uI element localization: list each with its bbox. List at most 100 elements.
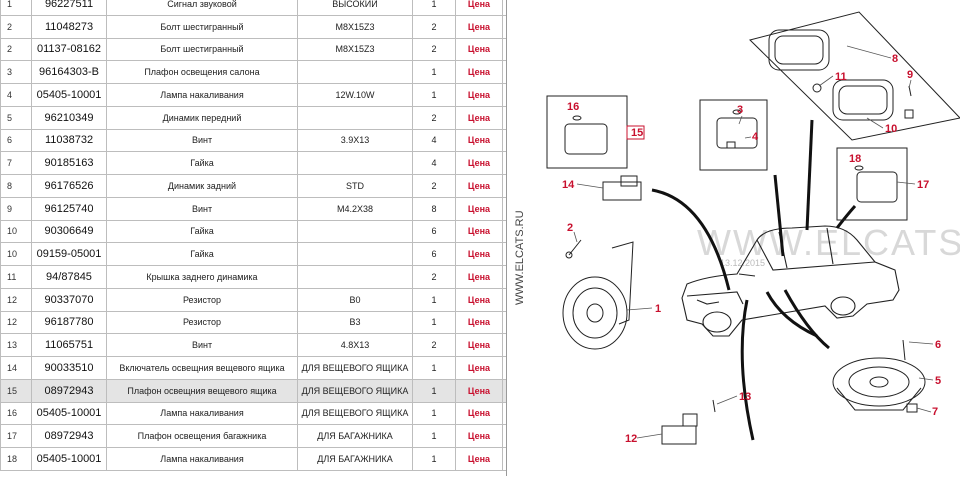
part-qty: 2 — [412, 14, 456, 39]
part-name: Гайка — [106, 242, 298, 266]
row-number: 11 — [0, 265, 32, 289]
part-name: Лампа накаливания — [106, 83, 298, 107]
part-code: 96210349 — [31, 105, 107, 130]
row-number: 2 — [0, 37, 32, 62]
part-name: Плафон освещения багажника — [106, 424, 298, 448]
rear-speaker-part — [749, 11, 960, 141]
callout-9: 9 — [907, 69, 913, 81]
part-code: 01137-08162 — [31, 37, 107, 62]
callout-7: 7 — [932, 406, 938, 418]
part-name: Резистор — [106, 287, 298, 312]
part-qty: 6 — [412, 242, 456, 266]
callouts: 1 2 3 4 5 6 7 8 9 10 11 12 13 14 15 16 1… — [562, 53, 941, 445]
price-link[interactable]: Цена — [455, 219, 503, 244]
part-param: 12W.10W — [297, 83, 413, 107]
part-param: ДЛЯ ВЕЩЕВОГО ЯЩИКА — [297, 378, 413, 403]
part-param: B0 — [297, 287, 413, 312]
part-qty: 4 — [412, 151, 456, 175]
price-link[interactable]: Цена — [455, 333, 503, 357]
callout-18: 18 — [849, 153, 861, 165]
row-number: 9 — [0, 196, 32, 221]
price-link[interactable]: Цена — [455, 242, 503, 266]
price-link[interactable]: Цена — [455, 60, 503, 84]
price-link[interactable]: Цена — [455, 424, 503, 448]
part-code: 09159-05001 — [31, 242, 107, 266]
part-qty: 2 — [412, 174, 456, 198]
part-qty: 2 — [412, 37, 456, 62]
callout-17: 17 — [917, 179, 929, 191]
part-param: 3.9X13 — [297, 128, 413, 153]
glovebox-switch-part — [602, 175, 642, 201]
price-link[interactable]: Цена — [455, 14, 503, 39]
price-link[interactable]: Цена — [455, 287, 503, 312]
price-link[interactable]: Цена — [455, 128, 503, 153]
price-link[interactable]: Цена — [455, 265, 503, 289]
price-link[interactable]: Цена — [455, 196, 503, 221]
part-code: 05405-10001 — [31, 83, 107, 107]
part-name: Болт шестигранный — [106, 37, 298, 62]
price-link[interactable]: Цена — [455, 105, 503, 130]
row-number: 15 — [0, 378, 32, 403]
resistor-part — [661, 399, 716, 445]
part-qty: 1 — [412, 424, 456, 448]
price-link[interactable]: Цена — [455, 0, 503, 16]
part-param: 4.8X13 — [297, 333, 413, 357]
row-number: 4 — [0, 83, 32, 107]
row-number: 12 — [0, 310, 32, 335]
trunk-lamp-part — [836, 147, 908, 221]
price-link[interactable]: Цена — [455, 401, 503, 426]
part-param: ДЛЯ БАГАЖНИКА — [297, 447, 413, 471]
glovebox-lamp-part — [546, 95, 628, 169]
part-param: M8X15Z3 — [297, 37, 413, 62]
price-link[interactable]: Цена — [455, 174, 503, 198]
row-number: 6 — [0, 128, 32, 153]
row-number: 1 — [0, 0, 32, 16]
price-link[interactable]: Цена — [455, 37, 503, 62]
price-link[interactable]: Цена — [455, 83, 503, 107]
part-param — [297, 265, 413, 289]
price-link[interactable]: Цена — [455, 356, 503, 380]
leader-lines — [573, 45, 934, 439]
part-qty: 1 — [412, 447, 456, 471]
part-name: Сигнал звуковой — [106, 0, 298, 16]
row-number: 2 — [0, 14, 32, 39]
price-link[interactable]: Цена — [455, 310, 503, 335]
price-link[interactable]: Цена — [455, 378, 503, 403]
part-qty: 1 — [412, 378, 456, 403]
row-spacer — [502, 447, 506, 471]
part-param: M8X15Z3 — [297, 14, 413, 39]
price-link[interactable]: Цена — [455, 151, 503, 175]
part-qty: 6 — [412, 219, 456, 244]
row-number: 5 — [0, 105, 32, 130]
row-number: 10 — [0, 219, 32, 244]
callout-8: 8 — [892, 53, 898, 65]
part-code: 05405-10001 — [31, 401, 107, 426]
part-code: 08972943 — [31, 378, 107, 403]
part-code: 08972943 — [31, 424, 107, 448]
price-link[interactable]: Цена — [455, 447, 503, 471]
callout-11: 11 — [835, 71, 847, 83]
part-code: 96187780 — [31, 310, 107, 335]
